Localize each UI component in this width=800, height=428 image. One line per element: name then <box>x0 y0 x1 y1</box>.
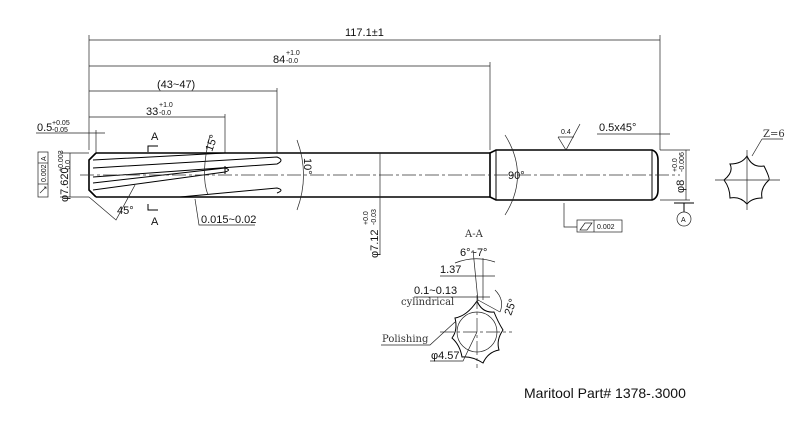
tol-upper: +1.0 <box>286 50 300 57</box>
dimension-chamfer-05: 0.5 +0.05 -0.05 <box>36 120 105 134</box>
length-84-label: 84 <box>273 54 285 66</box>
tol-upper: +0.0 <box>363 211 370 225</box>
angle-45-label: 45° <box>117 205 134 217</box>
section-mark-bottom: A <box>151 216 159 228</box>
cylindricity-value: 0.002 <box>597 224 615 231</box>
section-view-a-a: A-A 6°~7° 1.37 0.1~0.13 cylindrical 25° … <box>381 229 520 368</box>
tol-lower: -0.03 <box>371 209 378 225</box>
tol-lower: -0.05 <box>52 127 68 134</box>
dimension-overall: 117.1±1 <box>89 27 660 41</box>
core-diameter-label: φ4.57 <box>431 350 460 362</box>
margin-leader <box>194 198 255 226</box>
angle-90-label: 90° <box>508 170 525 182</box>
flute-range-label: (43~47) <box>157 79 195 91</box>
part-number-caption: Maritool Part# 1378-.3000 <box>524 385 686 401</box>
shank-chamfer-dim: 0.5x45° <box>597 122 670 135</box>
section-marks: A A <box>147 131 159 228</box>
neck-diameter-label: φ7.12 <box>369 229 381 258</box>
cylindricity-frame: 0.002 <box>563 203 623 233</box>
angle-15-label: 15° <box>204 133 221 153</box>
angle-45-leader <box>88 184 136 221</box>
chamfer-label: 0.5 <box>37 122 52 134</box>
angle-15-arc <box>204 134 211 196</box>
section-mark-top: A <box>151 131 159 143</box>
tol-lower: -0.0 <box>159 110 171 117</box>
runout-value: 0.002 <box>41 164 48 182</box>
tol-upper: +1.0 <box>159 102 173 109</box>
section-title: A-A <box>464 229 484 240</box>
reamer-body <box>80 149 680 201</box>
end-view: Z=6 <box>715 129 785 210</box>
neck-diameter-dim: φ7.12 +0.0 -0.03 <box>363 153 381 258</box>
overall-length-label: 117.1±1 <box>345 27 384 39</box>
extension-lines <box>88 35 661 153</box>
tol-upper: +0.05 <box>52 120 70 127</box>
tol-upper: +0.0 <box>672 158 679 172</box>
dimension-84: 84 +1.0 -0.0 <box>89 50 490 67</box>
tol-lower: -0.0 <box>286 58 298 65</box>
shank-diameter-dim: φ8 +0.0 -0.006 A <box>660 149 694 227</box>
angle-90-arc <box>504 134 518 216</box>
land-width-label: 0.1~0.13 <box>414 285 457 297</box>
rake-angle-label: 6°~7° <box>460 247 487 259</box>
datum-a-label: A <box>681 217 686 224</box>
runout-frame: 0.002 A <box>37 151 49 198</box>
dim-137-label: 1.37 <box>440 264 461 276</box>
tol-lower: -0.006 <box>679 152 686 172</box>
roughness-value: 0.4 <box>561 129 571 136</box>
cylindricity-icon <box>579 222 593 231</box>
clearance-angle-label: 25° <box>503 297 520 317</box>
shank-diameter-label: φ8 <box>675 180 687 193</box>
margin-label: 0.015~0.02 <box>201 214 256 226</box>
polishing-note: Polishing <box>382 334 429 345</box>
angle-10-arc <box>296 139 304 211</box>
cut-diameter-dim: φ7.620 +0.003 -0.0 <box>58 150 89 202</box>
runout-icon <box>39 186 47 194</box>
tol-upper: +0.003 <box>58 150 65 172</box>
cut-diameter-label: φ7.620 <box>59 167 71 202</box>
datum-a-symbol <box>676 211 692 227</box>
flute-count-label: Z=6 <box>763 129 785 140</box>
land-note-label: cylindrical <box>401 297 454 308</box>
dimension-33: 33 +1.0 -0.0 <box>89 102 225 118</box>
tol-lower: -0.0 <box>65 160 72 172</box>
dimension-flute-range: (43~47) <box>89 79 277 92</box>
surface-roughness-symbol: 0.4 <box>557 123 581 151</box>
runout-datum: A <box>41 156 48 161</box>
angle-10-label: 10° <box>301 158 313 175</box>
shank-chamfer-label: 0.5x45° <box>599 122 636 134</box>
length-33-label: 33 <box>146 106 158 118</box>
